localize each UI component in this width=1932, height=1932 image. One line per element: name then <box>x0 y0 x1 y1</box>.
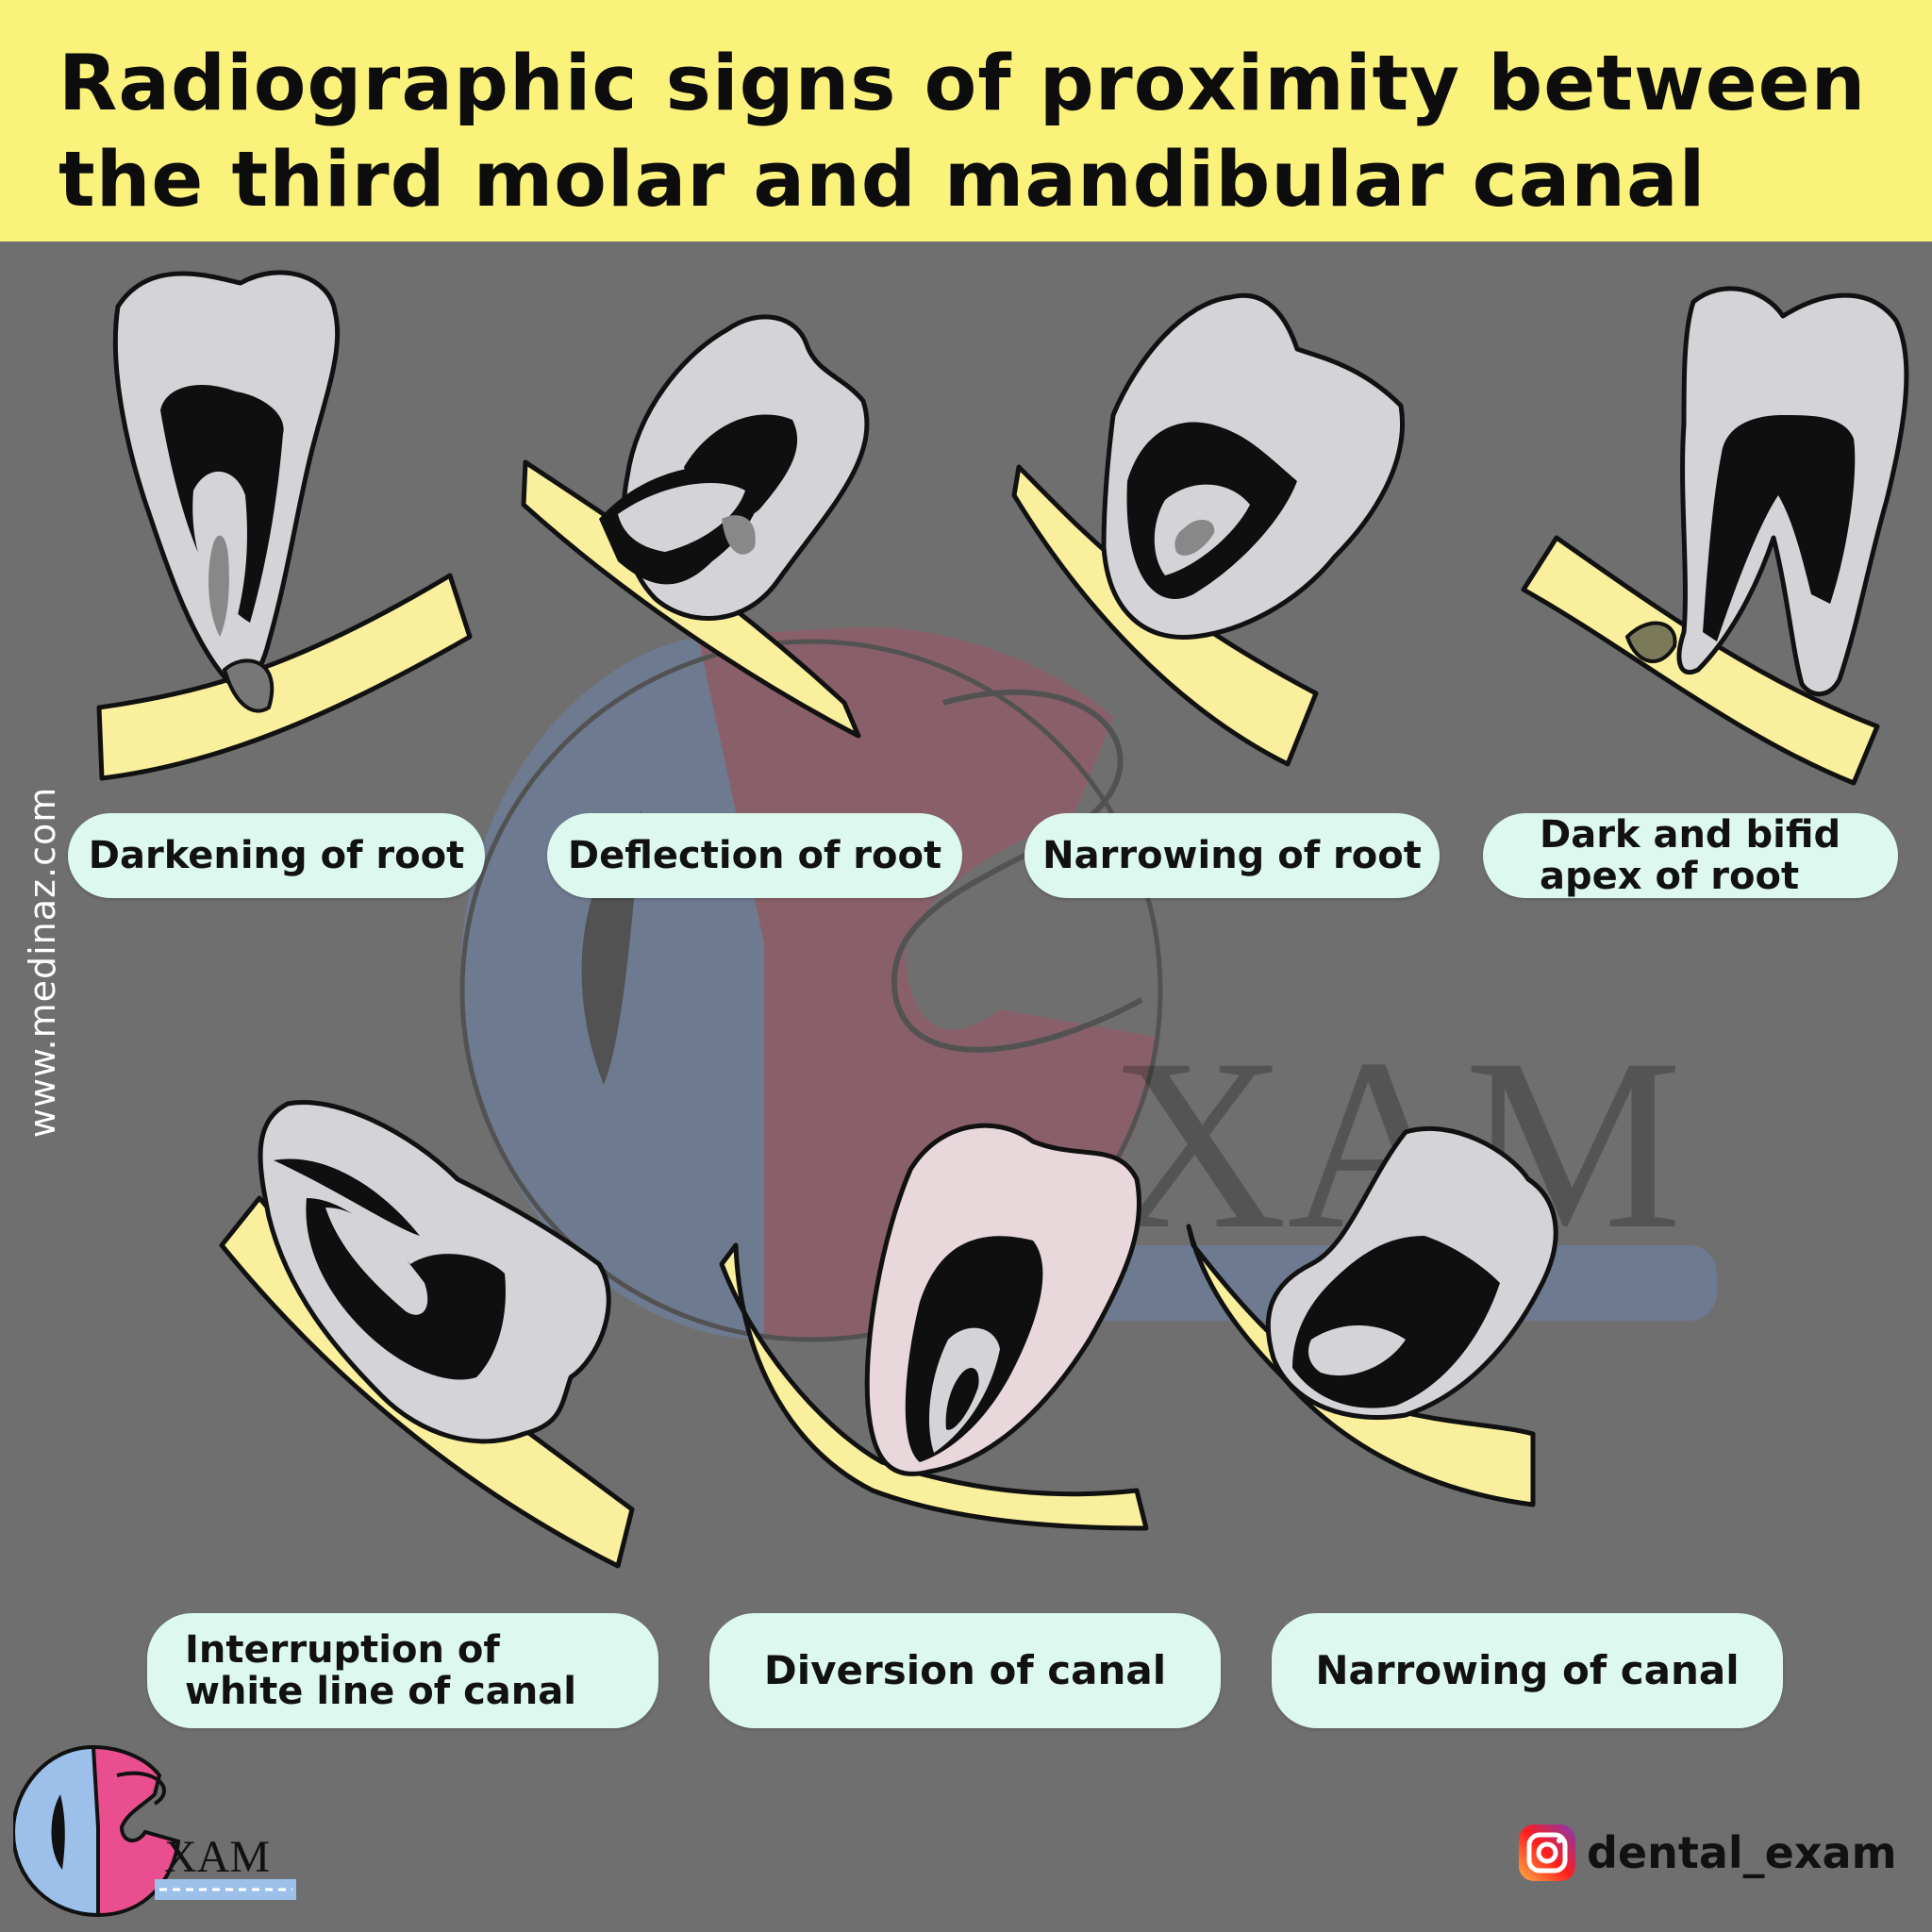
illustration-dark-bifid-apex <box>1521 286 1909 786</box>
exam-logo: XAM <box>13 1744 296 1917</box>
illustration-deflection-of-root <box>521 314 870 739</box>
title-banner: Radiographic signs of proximity between … <box>0 0 1932 242</box>
illustration-darkening-of-root <box>96 270 473 781</box>
website-url: www.medinaz.com <box>22 786 63 1139</box>
label-dark-bifid-apex: Dark and bifid apex of root <box>1483 813 1898 898</box>
label-interruption-of-white-line: Interruption of white line of canal <box>147 1613 658 1728</box>
instagram-handle-text: dental_exam <box>1587 1827 1897 1878</box>
illustration-narrowing-of-canal <box>1186 1125 1558 1507</box>
page-title: Radiographic signs of proximity between … <box>58 40 1867 225</box>
label-narrowing-of-root: Narrowing of root <box>1024 813 1440 898</box>
instagram-handle[interactable]: dental_exam <box>1517 1823 1897 1883</box>
label-deflection-of-root: Deflection of root <box>547 813 962 898</box>
illustration-diversion-of-canal <box>719 1123 1149 1531</box>
label-narrowing-of-canal: Narrowing of canal <box>1272 1613 1783 1728</box>
instagram-icon <box>1519 1824 1575 1881</box>
illustration-interruption-of-white-line <box>219 1100 635 1569</box>
label-darkening-of-root: Darkening of root <box>68 813 485 898</box>
illustration-narrowing-of-root <box>1011 292 1405 767</box>
label-diversion-of-canal: Diversion of canal <box>709 1613 1221 1728</box>
logo-text: XAM <box>164 1832 270 1882</box>
